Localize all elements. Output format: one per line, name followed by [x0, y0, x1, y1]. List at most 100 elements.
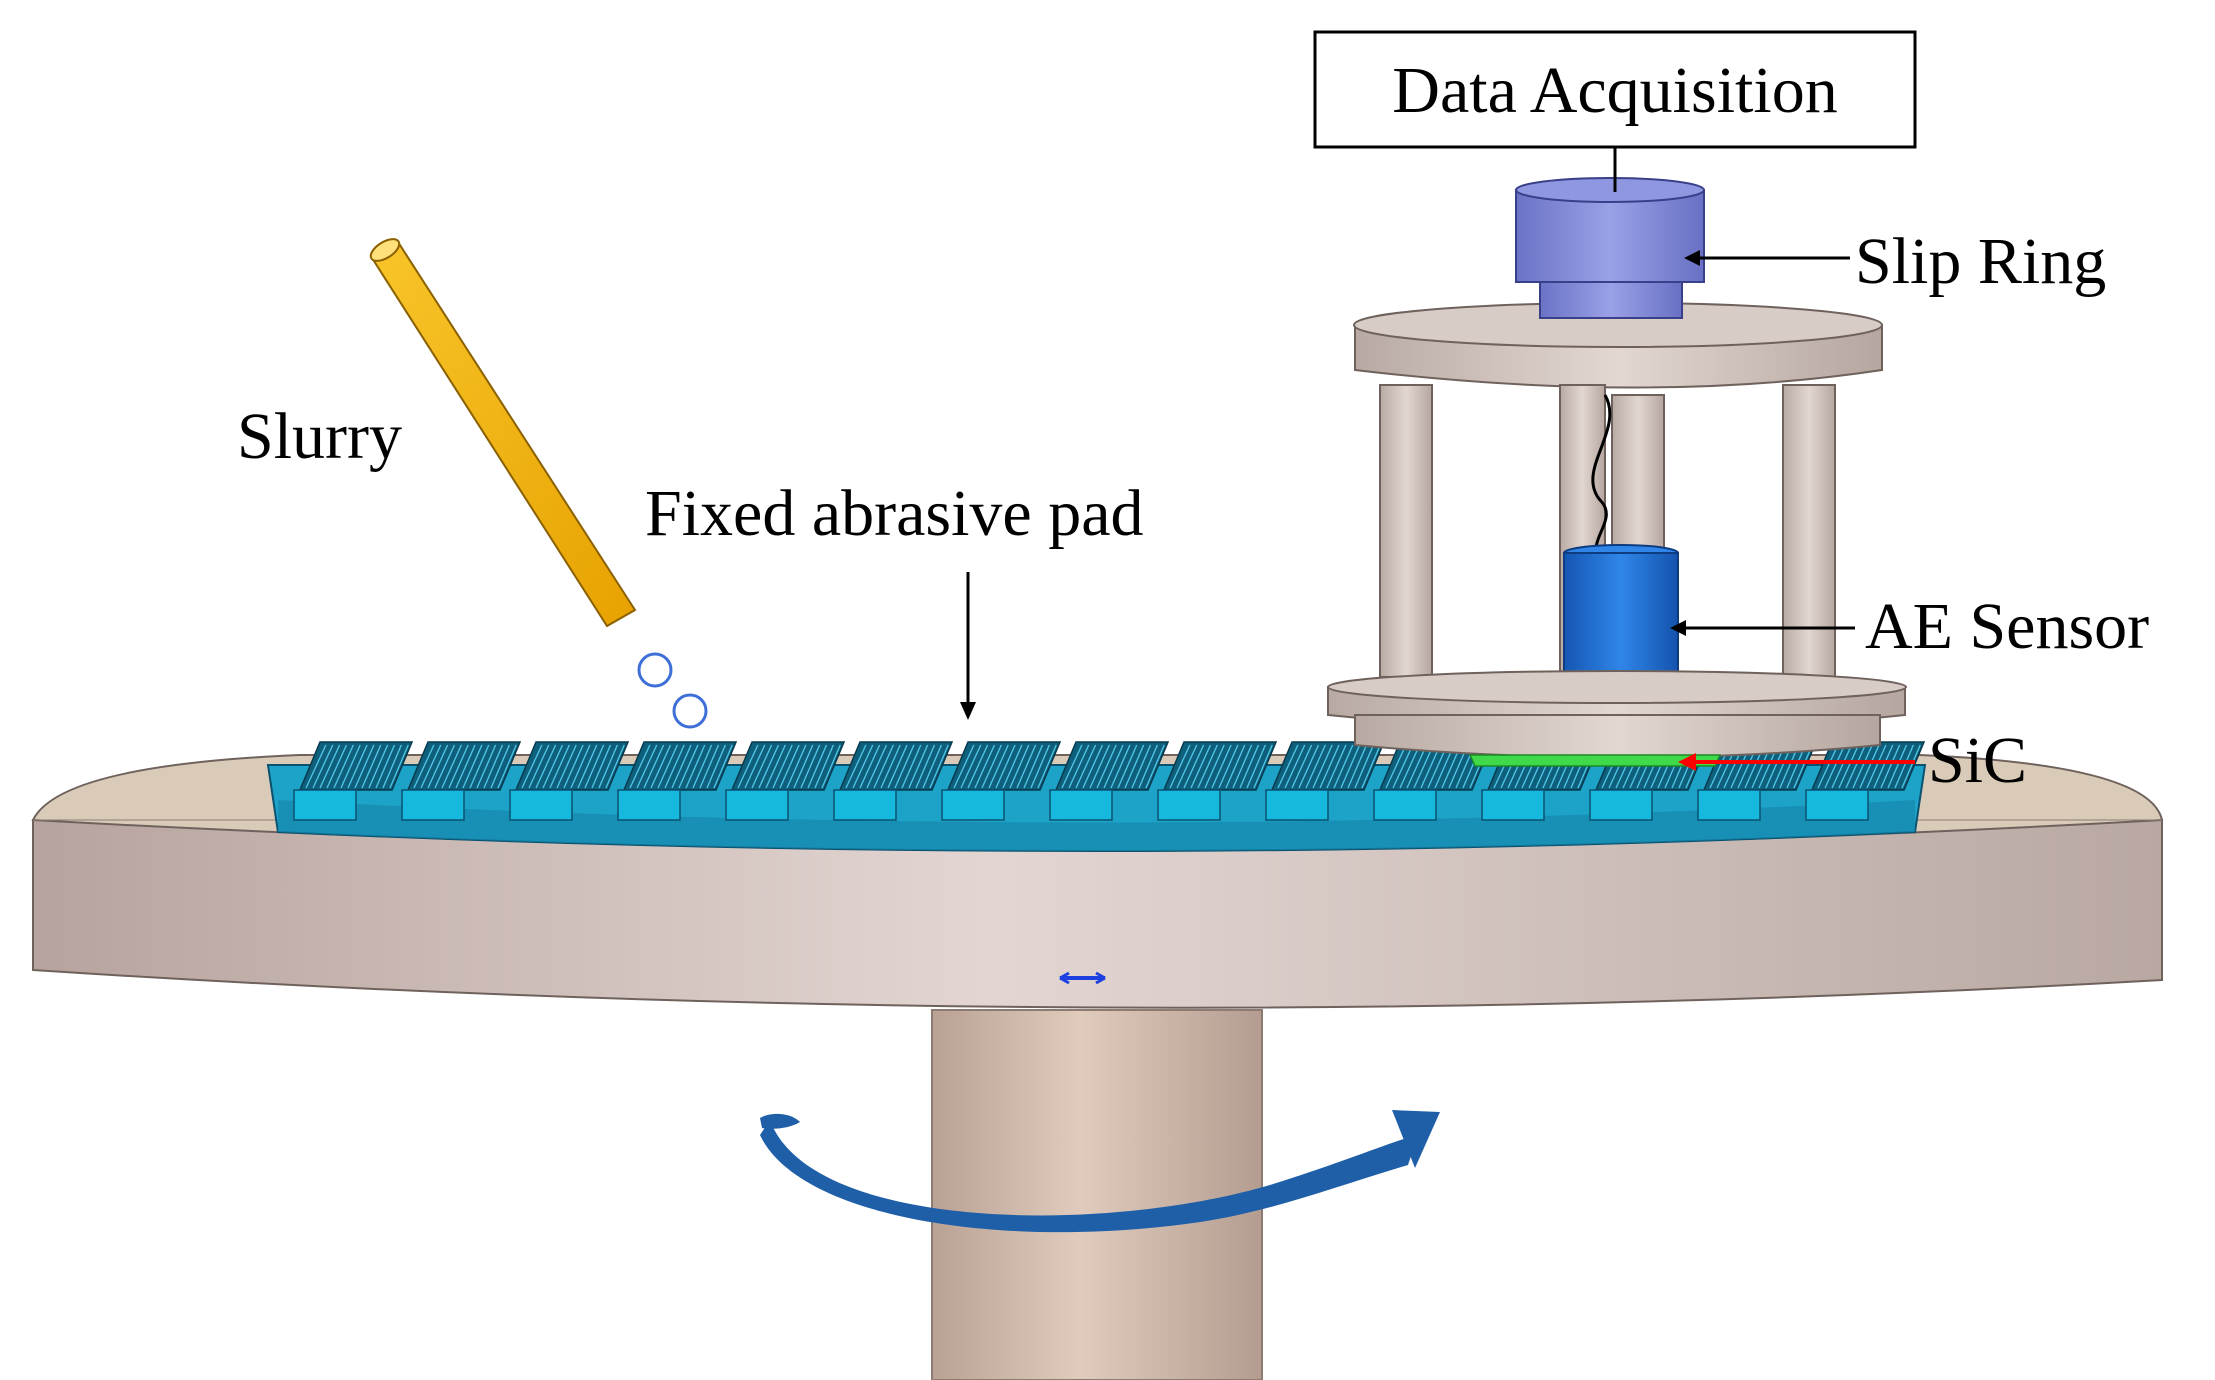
pad-groove: [1124, 744, 1145, 789]
pad-groove: [455, 744, 476, 789]
pad-groove: [800, 744, 821, 789]
pad-groove: [1305, 744, 1326, 789]
pad-groove: [497, 744, 517, 789]
pad-groove: [988, 744, 1009, 789]
pad-groove: [901, 744, 922, 789]
pad-groove: [880, 744, 901, 789]
pad-block: [1697, 789, 1761, 821]
pad-groove: [1312, 744, 1333, 789]
pad-groove: [476, 744, 497, 789]
pad-groove: [598, 744, 618, 789]
pad-groove: [713, 744, 733, 789]
drive-shaft: [931, 1009, 1263, 1380]
carrier-fixture: [1327, 302, 1907, 767]
pad-groove: [1852, 744, 1873, 789]
pad-groove: [427, 744, 449, 789]
pad-block: [1805, 789, 1869, 821]
pad-groove: [326, 744, 348, 789]
pad-groove: [1023, 744, 1044, 789]
pad-block: [509, 789, 573, 821]
pad-groove: [995, 744, 1016, 789]
fixed-abrasive-pad-label: Fixed abrasive pad: [645, 477, 1144, 550]
pad-groove: [1291, 744, 1313, 789]
pad-groove: [1831, 744, 1853, 789]
slurry-tube: [369, 238, 637, 628]
pad-groove: [1218, 744, 1239, 789]
pad-groove: [643, 744, 665, 789]
pad-block: [725, 789, 789, 821]
pad-groove: [1901, 744, 1921, 789]
pad-groove: [1176, 744, 1198, 789]
pad-groove: [1030, 744, 1050, 789]
pad-groove: [584, 744, 605, 789]
pad-groove: [1009, 744, 1030, 789]
slip-ring: [1515, 177, 1705, 319]
pad-groove: [1117, 744, 1138, 789]
pad-groove: [1385, 744, 1407, 789]
pad-groove: [1002, 744, 1023, 789]
sic-label: SiC: [1928, 724, 2027, 797]
pad-groove: [1253, 744, 1273, 789]
pad-groove: [354, 744, 375, 789]
pad-groove: [1096, 744, 1117, 789]
pad-groove: [981, 744, 1002, 789]
slurry-label: Slurry: [237, 400, 402, 473]
slip-ring-label: Slip Ring: [1855, 225, 2106, 298]
pad-groove: [887, 744, 908, 789]
pad-groove: [685, 744, 706, 789]
pad-groove: [577, 744, 598, 789]
pad-groove: [347, 744, 368, 789]
pad-groove: [1103, 744, 1124, 789]
pad-groove: [1340, 744, 1361, 789]
pad-groove: [772, 744, 793, 789]
pad-groove: [793, 744, 814, 789]
pad-block: [617, 789, 681, 821]
pad-block: [1481, 789, 1545, 821]
pad-groove: [664, 744, 685, 789]
pad-groove: [1246, 744, 1266, 789]
pad-groove: [922, 744, 942, 789]
pad-groove: [305, 744, 327, 789]
pad-groove: [1016, 744, 1037, 789]
pad-groove: [758, 744, 780, 789]
pad-groove: [434, 744, 456, 789]
pad-groove: [549, 744, 570, 789]
pad-block: [1373, 789, 1437, 821]
pad-groove: [521, 744, 543, 789]
pad-block: [941, 789, 1005, 821]
pad-block: [1049, 789, 1113, 821]
pad-groove: [375, 744, 396, 789]
pad-block: [293, 789, 357, 821]
pad-groove: [1037, 744, 1057, 789]
pad-groove: [483, 744, 504, 789]
pad-groove: [542, 744, 564, 789]
pad-groove: [448, 744, 469, 789]
pad-groove: [528, 744, 550, 789]
pad-groove: [1061, 744, 1083, 789]
pad-groove: [1169, 744, 1191, 789]
pad-groove: [678, 744, 699, 789]
pad-groove: [1866, 744, 1887, 789]
pad-groove: [535, 744, 557, 789]
pad-groove: [699, 744, 720, 789]
pad-groove: [1239, 744, 1260, 789]
pad-groove: [490, 744, 510, 789]
pad-groove: [737, 744, 759, 789]
pad-groove: [556, 744, 577, 789]
pad-groove: [1793, 744, 1813, 789]
pad-groove: [1392, 744, 1414, 789]
pad-groove: [845, 744, 867, 789]
pad-groove: [1145, 744, 1165, 789]
arrow-icon: [960, 147, 1915, 771]
pad-groove: [1183, 744, 1205, 789]
data-acquisition-label: Data Acquisition: [1392, 54, 1837, 127]
pad-groove: [779, 744, 800, 789]
pad-groove: [873, 744, 894, 789]
pad-groove: [859, 744, 881, 789]
pad-groove: [1887, 744, 1908, 789]
pad-groove: [1089, 744, 1110, 789]
pad-groove: [1068, 744, 1090, 789]
pad-groove: [960, 744, 982, 789]
pad-groove: [765, 744, 786, 789]
pad-groove: [629, 744, 651, 789]
